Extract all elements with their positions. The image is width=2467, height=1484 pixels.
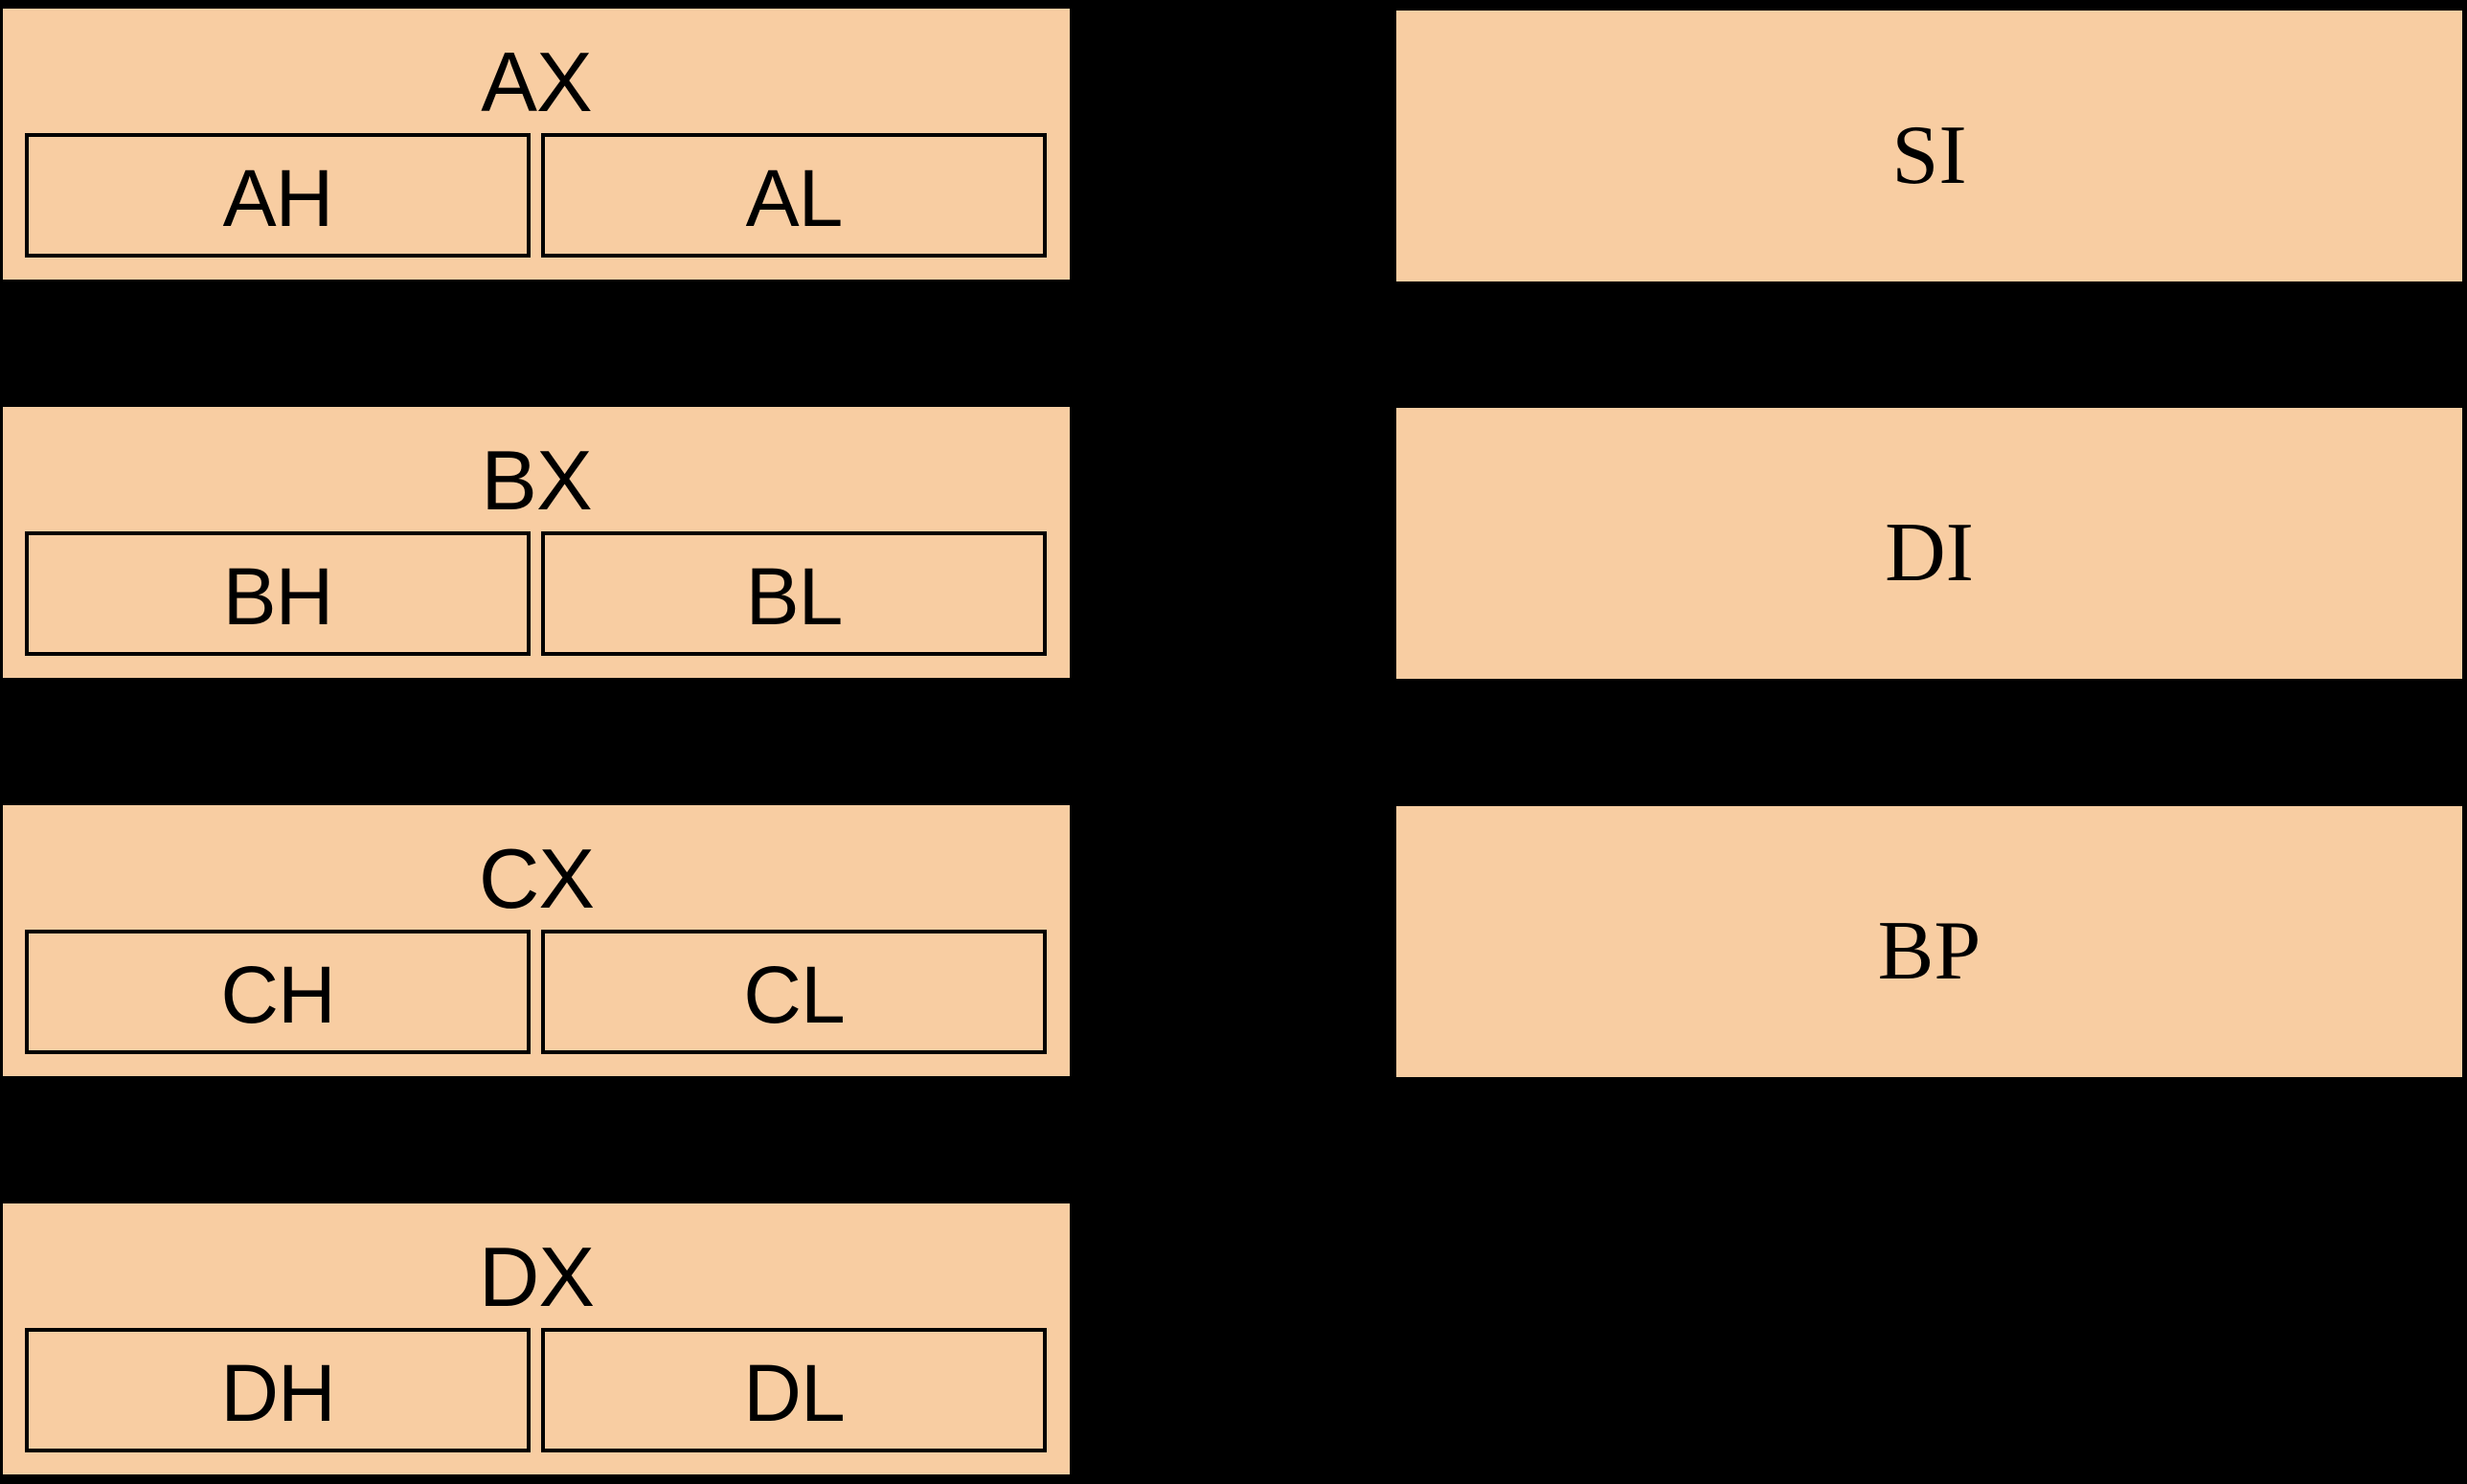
- register-bl-label: BL: [745, 551, 844, 641]
- register-dl-label: DL: [743, 1348, 845, 1438]
- register-ah[interactable]: AH: [25, 133, 531, 258]
- register-bp-label: BP: [1877, 905, 1981, 998]
- register-cl[interactable]: CL: [541, 930, 1047, 1054]
- register-bh-label: BH: [222, 551, 334, 641]
- register-bx[interactable]: BX BH BL: [3, 407, 1070, 678]
- register-cx[interactable]: CX CH CL: [3, 805, 1070, 1076]
- register-si-label: SI: [1891, 109, 1967, 202]
- register-bx-label: BX: [481, 433, 592, 528]
- register-dx-label: DX: [478, 1229, 595, 1324]
- register-cx-label: CX: [478, 831, 595, 926]
- register-bh[interactable]: BH: [25, 531, 531, 656]
- register-di-label: DI: [1885, 506, 1974, 599]
- register-al-label: AL: [745, 153, 844, 243]
- register-ch-label: CH: [220, 950, 335, 1040]
- register-ax[interactable]: AX AH AL: [3, 9, 1070, 280]
- register-di[interactable]: DI: [1396, 408, 2462, 679]
- register-cl-label: CL: [743, 950, 845, 1040]
- register-dl[interactable]: DL: [541, 1328, 1047, 1452]
- register-dx[interactable]: DX DH DL: [3, 1203, 1070, 1474]
- register-ch[interactable]: CH: [25, 930, 531, 1054]
- register-ax-label: AX: [481, 34, 592, 129]
- register-dh-label: DH: [220, 1348, 335, 1438]
- register-bl[interactable]: BL: [541, 531, 1047, 656]
- register-al[interactable]: AL: [541, 133, 1047, 258]
- register-si[interactable]: SI: [1396, 11, 2462, 281]
- register-dh[interactable]: DH: [25, 1328, 531, 1452]
- register-bp[interactable]: BP: [1396, 806, 2462, 1077]
- register-ah-label: AH: [222, 153, 334, 243]
